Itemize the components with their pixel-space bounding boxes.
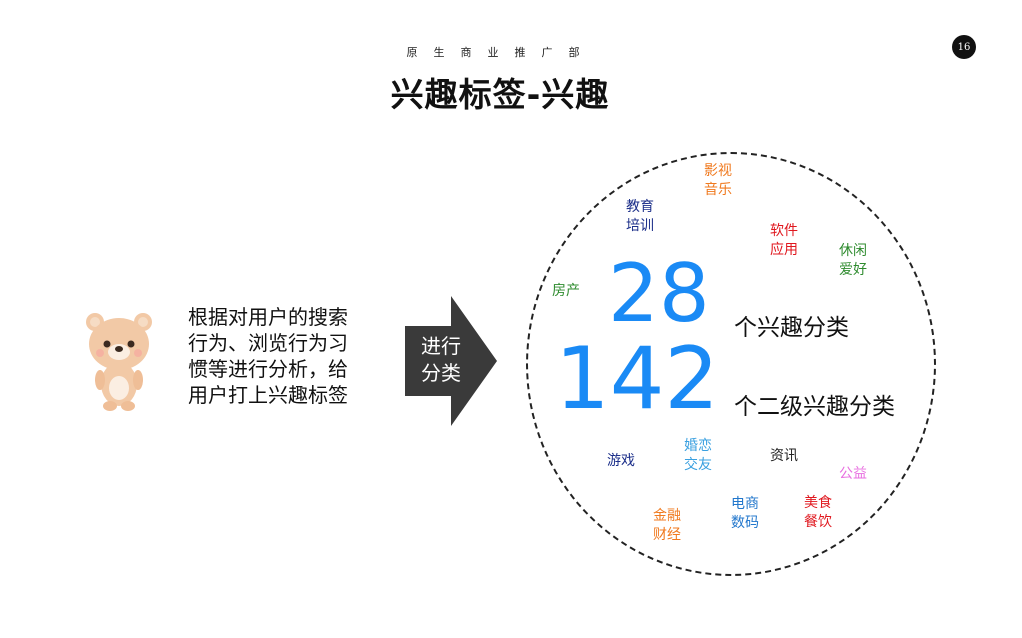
primary-label: 个兴趣分类 (734, 315, 849, 341)
interest-tag: 资讯 (770, 447, 798, 466)
tag-line: 资讯 (770, 448, 798, 464)
tag-line: 美食 (804, 495, 832, 511)
description-line: 用户打上兴趣标签 (188, 383, 348, 407)
tag-line: 影视 (704, 163, 732, 179)
interest-tag: 教育 培训 (626, 198, 654, 236)
tag-line: 音乐 (704, 182, 732, 198)
secondary-label: 个二级兴趣分类 (734, 394, 895, 420)
tag-line: 交友 (684, 457, 712, 473)
tag-line: 房产 (552, 283, 580, 299)
arrow-label-line: 分类 (421, 361, 461, 385)
description-line: 行为、浏览行为习 (188, 331, 348, 355)
interest-tag: 电商 数码 (731, 495, 759, 533)
interest-tag: 公益 (839, 465, 867, 484)
interest-circle (526, 152, 936, 576)
right-arrow-icon (405, 296, 497, 426)
tag-line: 金融 (653, 508, 681, 524)
tag-line: 爱好 (839, 262, 867, 278)
tag-line: 公益 (839, 466, 867, 482)
tag-line: 餐饮 (804, 514, 832, 530)
description-line: 惯等进行分析，给 (188, 357, 348, 381)
bear-mascot-icon (86, 313, 152, 411)
interest-tag: 休闲 爱好 (839, 242, 867, 280)
page-title: 兴趣标签-兴趣 (390, 75, 610, 114)
tag-line: 应用 (770, 242, 798, 258)
tag-line: 教育 (626, 199, 654, 215)
tag-line: 游戏 (607, 453, 635, 469)
interest-tag: 游戏 (607, 452, 635, 471)
tag-line: 培训 (626, 218, 654, 234)
interest-tag: 婚恋 交友 (684, 437, 712, 475)
tag-line: 电商 (731, 496, 759, 512)
page-number-badge: 16 (952, 35, 976, 59)
tag-line: 软件 (770, 223, 798, 239)
description-line: 根据对用户的搜索 (188, 305, 348, 329)
primary-count: 28 (608, 247, 710, 340)
tag-line: 休闲 (839, 243, 867, 259)
tag-line: 财经 (653, 527, 681, 543)
tag-line: 婚恋 (684, 438, 712, 454)
interest-tag: 影视 音乐 (704, 162, 732, 200)
arrow-label-line: 进行 (421, 334, 461, 358)
arrow-label: 进行 分类 (409, 333, 473, 387)
interest-tag: 软件 应用 (770, 222, 798, 260)
interest-tag: 金融 财经 (653, 507, 681, 545)
description-text: 根据对用户的搜索 行为、浏览行为习 惯等进行分析，给 用户打上兴趣标签 (188, 304, 388, 408)
secondary-count: 142 (555, 329, 720, 429)
interest-tag: 美食 餐饮 (804, 494, 832, 532)
tag-line: 数码 (731, 515, 759, 531)
interest-tag: 房产 (552, 282, 580, 301)
department-name: 原生商业推广部 (406, 46, 596, 59)
